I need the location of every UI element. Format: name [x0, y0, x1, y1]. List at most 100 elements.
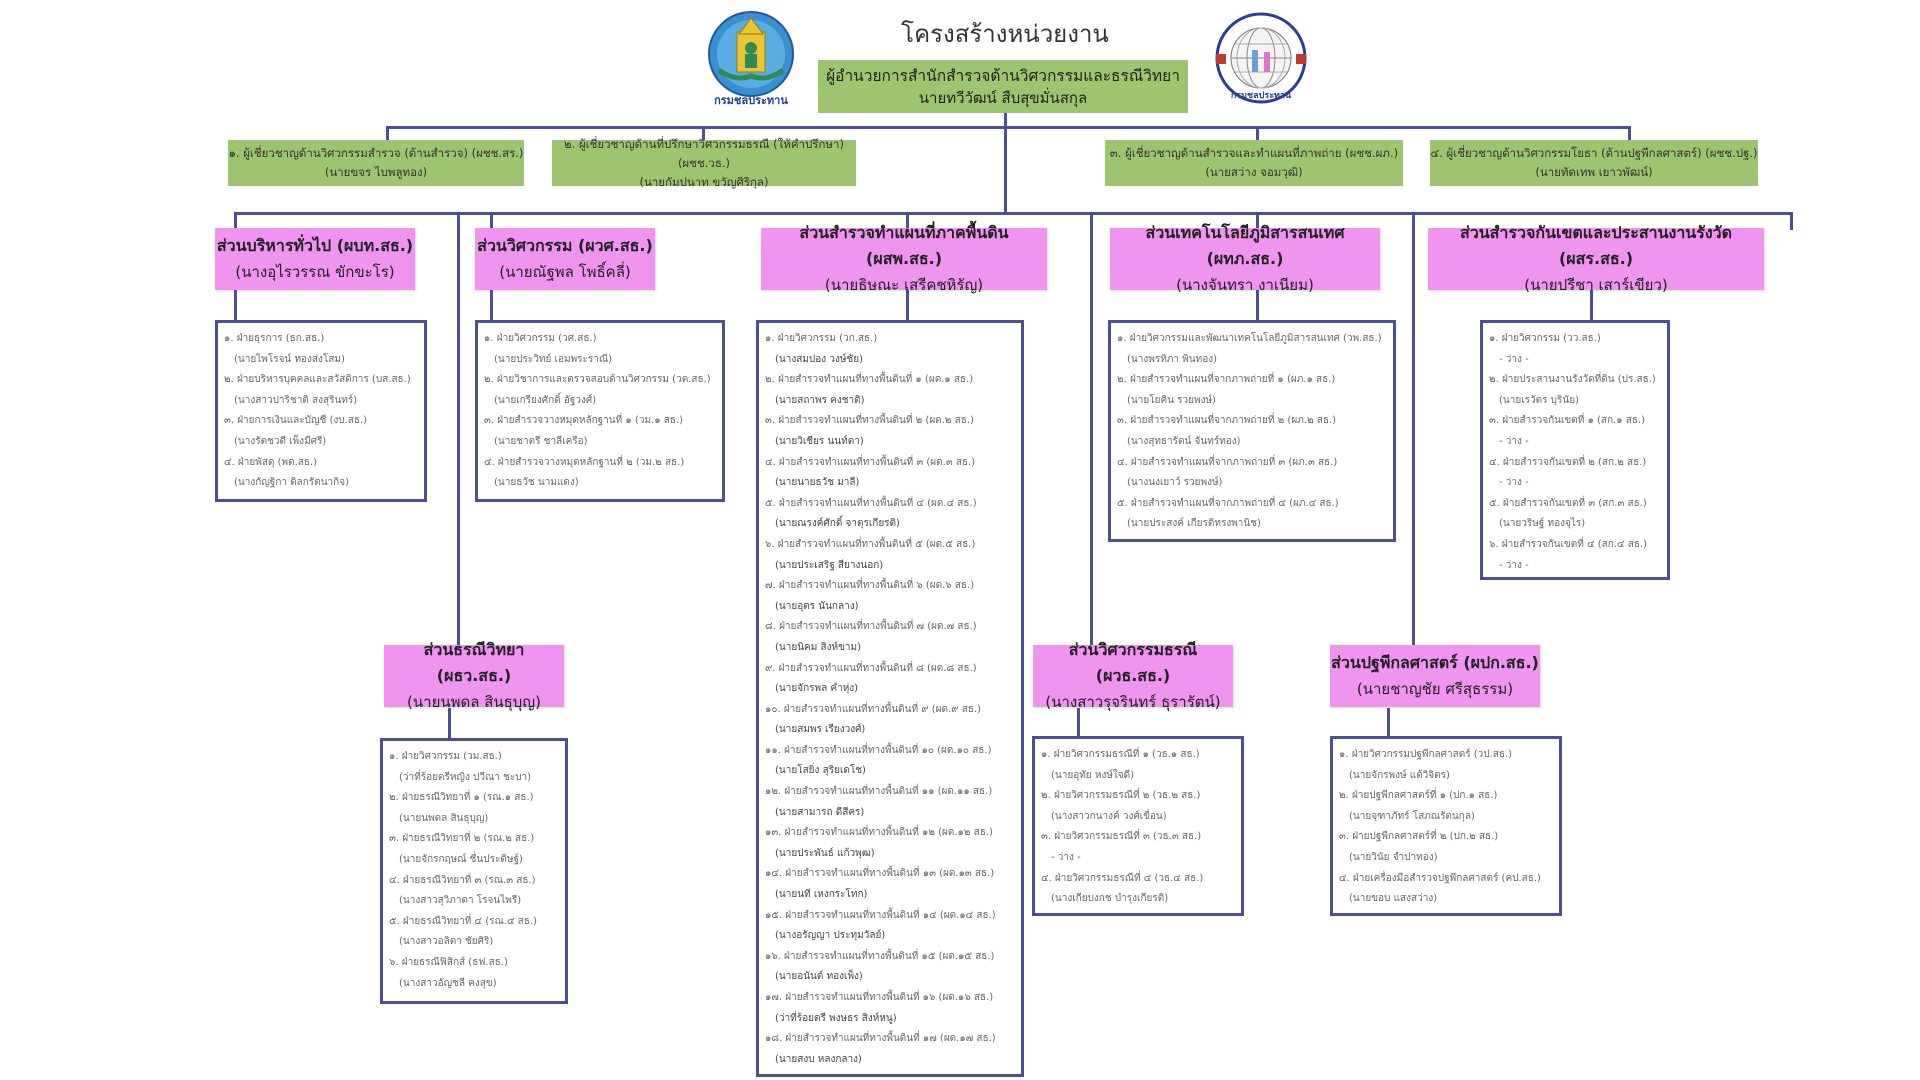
section-ground-survey: ส่วนสำรวจทำแผนที่ภาคพื้นดิน (ผสพ.สธ.) (น… [761, 223, 1047, 294]
connector [1004, 113, 1007, 215]
unit-name: ๑๐. ฝ่ายสำรวจทำแผนที่ทางพื้นดินที่ ๙ (ผด… [765, 703, 981, 715]
unit-name: ๖. ฝ่ายธรณีฟิสิกส์ (ธฟ.สธ.) [389, 956, 508, 968]
connector [1387, 708, 1390, 738]
unit-name: ๑. ฝ่ายวิศวกรรมและพัฒนาเทคโนโลยีภูมิสารส… [1117, 333, 1382, 344]
unit-name: ๔. ฝ่ายธรณีวิทยาที่ ๓ (รณ.๓ สธ.) [389, 874, 536, 886]
connector [1590, 290, 1593, 322]
unit-name: ๑. ฝ่ายวิศวกรรม (วศ.สธ.) [484, 333, 597, 344]
unit-head: (นายอนันต์ ทองเพ็ง) [775, 971, 863, 983]
section-title: ส่วนบริหารทั่วไป (ผบท.สธ.) [216, 236, 414, 255]
unit-head: (นายจุฑาภัทร์ โสภณรัตนกุล) [1349, 810, 1475, 822]
connector [1256, 126, 1259, 141]
connector [702, 126, 705, 141]
unit-list: ๑. ฝ่ายวิศวกรรมและพัฒนาเทคโนโลยีภูมิสารส… [1117, 329, 1387, 535]
unit-head: (นายจักรกฤษณ์ ชื่นประดิษฐ์) [399, 853, 523, 865]
connector [1628, 126, 1631, 141]
connector [234, 290, 237, 322]
unit-name: ๔. ฝ่ายสำรวจวางหมุดหลักฐานที่ ๒ (วม.๒ สธ… [484, 456, 685, 468]
section-title: ส่วนสำรวจกันเขตและประสานงานรังวัด (ผสร.ส… [1459, 223, 1733, 268]
expert-box: ๑. ผู้เชี่ยวชาญด้านวิศวกรรมสำรวจ (ด้านสำ… [228, 140, 524, 186]
section-title: ส่วนปฐพีกลศาสตร์ (ผปก.สธ.) [1331, 653, 1539, 672]
connector [1256, 212, 1259, 230]
unit-list: ๑. ฝ่ายวิศวกรรม (วก.สธ.)(นางสมปอง วงษ์ชั… [765, 329, 1015, 1070]
unit-head: (นายเรวัตร บุรินัย) [1499, 394, 1579, 406]
section-head: (นายณัฐพล โพธิ์คลี่) [499, 263, 631, 281]
units-geotech-eng: ๑. ฝ่ายวิศวกรรมธรณีที่ ๑ (วธ.๑ สธ.)(นายอ… [1032, 736, 1244, 916]
connector [448, 708, 451, 740]
section-general-admin: ส่วนบริหารทั่วไป (ผบท.สธ.) (นางอุไรวรรณ … [215, 228, 415, 290]
connector [386, 126, 389, 141]
unit-name: ๑. ฝ่ายวิศวกรรม (วก.สธ.) [765, 333, 878, 344]
section-title: ส่วนวิศวกรรม (ผวศ.สธ.) [477, 236, 653, 255]
unit-head: (นายธวัช นามแดง) [494, 477, 579, 489]
section-geology: ส่วนธรณีวิทยา (ผธว.สธ.) (นายนพดล สินธุบุ… [384, 640, 564, 711]
section-boundary: ส่วนสำรวจกันเขตและประสานงานรังวัด (ผสร.ส… [1428, 223, 1764, 294]
unit-name: ๓. ฝ่ายสำรวจวางหมุดหลักฐานที่ ๑ (วม.๑ สธ… [484, 415, 684, 427]
section-head: (นายปรีชา เสาร์เขียว) [1524, 276, 1668, 294]
unit-head: (นายสมพร เรียงวงศ์) [775, 724, 866, 736]
unit-name: ๕. ฝ่ายธรณีวิทยาที่ ๔ (รณ.๔ สธ.) [389, 915, 537, 927]
unit-head: (นายประวิทย์ เอมพระราณี) [494, 353, 613, 365]
units-general-admin: ๑. ฝ่ายธุรการ (ธก.สธ.) (นายไพโรจน์ ทองส่ง… [215, 320, 427, 502]
unit-head: (นายไพโรจน์ ทองส่งโสม) [234, 353, 345, 365]
unit-head: (นายประเสริฐ สียางนอก) [775, 559, 884, 571]
connector [1077, 708, 1080, 738]
connector [906, 212, 909, 230]
connector [490, 212, 493, 230]
units-soil-mechanics: ๑. ฝ่ายวิศวกรรมปฐพีกลศาสตร์ (วป.สธ.) (นาย… [1330, 736, 1562, 916]
unit-name: ๒. ฝ่ายสำรวจทำแผนที่ทางพื้นดินที่ ๑ (ผด.… [765, 374, 974, 386]
connector [386, 126, 1630, 129]
unit-head: (นายจักรพล คำหุ่ง) [775, 683, 859, 695]
section-engineering: ส่วนวิศวกรรม (ผวศ.สธ.) (นายณัฐพล โพธิ์คล… [475, 228, 655, 290]
unit-head: (นายขอบ แสงสว่าง) [1349, 893, 1438, 905]
expert-box: ๒. ผู้เชี่ยวชาญด้านที่ปรึกษาวิศวกรรมธรณี… [552, 137, 856, 189]
unit-name: ๒. ฝ่ายประสานงานรังวัดที่ดิน (ปร.สธ.) [1489, 374, 1656, 386]
unit-head: (นางรัตชวดี เพ็งมีศรี) [234, 435, 327, 447]
unit-name: ๒. ฝ่ายธรณีวิทยาที่ ๑ (รณ.๑ สธ.) [389, 792, 534, 804]
unit-name: ๒. ฝ่ายวิศวกรรมธรณีที่ ๒ (วธ.๒ สธ.) [1041, 790, 1201, 802]
unit-head: (นายวริษฐ์ ทองจุไร) [1499, 518, 1586, 530]
unit-name: ๑. ฝ่ายธุรการ (ธก.สธ.) [224, 333, 325, 344]
unit-head: (นายนายธวัช มาลี) [775, 477, 860, 489]
section-head: (นายนพดล สินธุบุญ) [407, 693, 541, 711]
unit-name: ๔. ฝ่ายสำรวจกันเขตที่ ๒ (สก.๒ สธ.) [1489, 456, 1647, 468]
unit-head: - ว่าง - [1499, 559, 1529, 571]
unit-list: ๑. ฝ่ายวิศวกรรม (วว.สธ.) - ว่าง - ๒. ฝ่ายป… [1489, 329, 1661, 576]
unit-name: ๒. ฝ่ายบริหารบุคคลและสวัสดิการ (บส.สธ.) [224, 374, 411, 386]
unit-name: ๓. ฝ่ายธรณีวิทยาที่ ๒ (รณ.๒ สธ.) [389, 833, 535, 845]
unit-name: ๑๔. ฝ่ายสำรวจทำแผนที่ทางพื้นดินที่ ๑๓ (ผ… [765, 868, 995, 880]
unit-name: ๙. ฝ่ายสำรวจทำแผนที่ทางพื้นดินที่ ๘ (ผด.… [765, 662, 977, 674]
unit-head: (ว่าที่ร้อยตรีหญิง ปวีณา ชะบา) [399, 771, 532, 783]
unit-head: (นางสาวกนางค์ วงศ์เขื่อน) [1051, 810, 1167, 822]
survey-bureau-globe-emblem-icon: กรมชลประทาน [1212, 12, 1310, 108]
unit-name: ๔. ฝ่ายวิศวกรรมธรณีที่ ๔ (วธ.๔ สธ.) [1041, 872, 1204, 884]
unit-head: (นางสาวอลิตา ชัยศิริ) [399, 936, 494, 948]
unit-head: (นายประพันธ์ แก้วพุฒ) [775, 847, 875, 859]
unit-name: ๗. ฝ่ายสำรวจทำแผนที่ทางพื้นดินที่ ๖ (ผด.… [765, 580, 975, 592]
unit-name: ๑๕. ฝ่ายสำรวจทำแผนที่ทางพื้นดินที่ ๑๔ (ผ… [765, 909, 996, 921]
unit-name: ๖. ฝ่ายสำรวจกันเขตที่ ๔ (สก.๔ สธ.) [1489, 538, 1648, 550]
unit-name: ๓. ฝ่ายสำรวจทำแผนที่ทางพื้นดินที่ ๒ (ผด.… [765, 415, 974, 427]
unit-head: (นางกัญฐิกา ติลกรัตนากิจ) [234, 477, 349, 489]
section-soil-mechanics: ส่วนปฐพีกลศาสตร์ (ผปก.สธ.) (นายชาญชัย ศร… [1330, 645, 1540, 707]
units-engineering: ๑. ฝ่ายวิศวกรรม (วศ.สธ.) (นายประวิทย์ เอม… [475, 320, 725, 502]
unit-name: ๖. ฝ่ายสำรวจทำแผนที่ทางพื้นดินที่ ๕ (ผด.… [765, 538, 976, 550]
expert-box: ๔. ผู้เชี่ยวชาญด้านวิศวกรรมโยธา (ด้านปฐพ… [1430, 140, 1758, 186]
unit-name: ๒. ฝ่ายสำรวจทำแผนที่จากภาพถ่ายที่ ๑ (ผภ.… [1117, 374, 1336, 386]
unit-name: ๔. ฝ่ายพัสดุ (พด.สธ.) [224, 456, 318, 468]
director-title: ผู้อำนวยการสำนักสำรวจด้านวิศวกรรมและธรณี… [826, 66, 1180, 85]
unit-head: (นางเกียบงกช บำรุงเกียรติ) [1051, 893, 1169, 905]
director-box: ผู้อำนวยการสำนักสำรวจด้านวิศวกรรมและธรณี… [818, 60, 1188, 113]
unit-head: (นายโยคิน รวยพงษ์) [1127, 394, 1216, 406]
unit-name: ๔. ฝ่ายสำรวจทำแผนที่ทางพื้นดินที่ ๓ (ผด.… [765, 456, 976, 468]
unit-head: (นายโสยิ่ง สุริยเดโช) [775, 765, 866, 777]
unit-list: ๑. ฝ่ายธุรการ (ธก.สธ.) (นายไพโรจน์ ทองส่ง… [224, 329, 418, 494]
unit-head: (นายวิเชียร นนท์ตา) [775, 435, 864, 447]
unit-name: ๔. ฝ่ายเครื่องมือสำรวจปฐพีกลศาสตร์ (คป.ส… [1339, 872, 1541, 884]
connector [234, 212, 1792, 215]
unit-head: (นางพรทิภา พินทอง) [1127, 353, 1217, 365]
unit-name: ๑. ฝ่ายวิศวกรรม (วว.สธ.) [1489, 333, 1601, 344]
unit-name: ๑. ฝ่ายวิศวกรรมปฐพีกลศาสตร์ (วป.สธ.) [1339, 749, 1513, 760]
unit-name: ๑๖. ฝ่ายสำรวจทำแผนที่ทางพื้นดินที่ ๑๕ (ผ… [765, 950, 995, 962]
section-geoinformatics: ส่วนเทคโนโลยีภูมิสารสนเทศ (ผทภ.สธ.) (นาง… [1110, 223, 1380, 294]
